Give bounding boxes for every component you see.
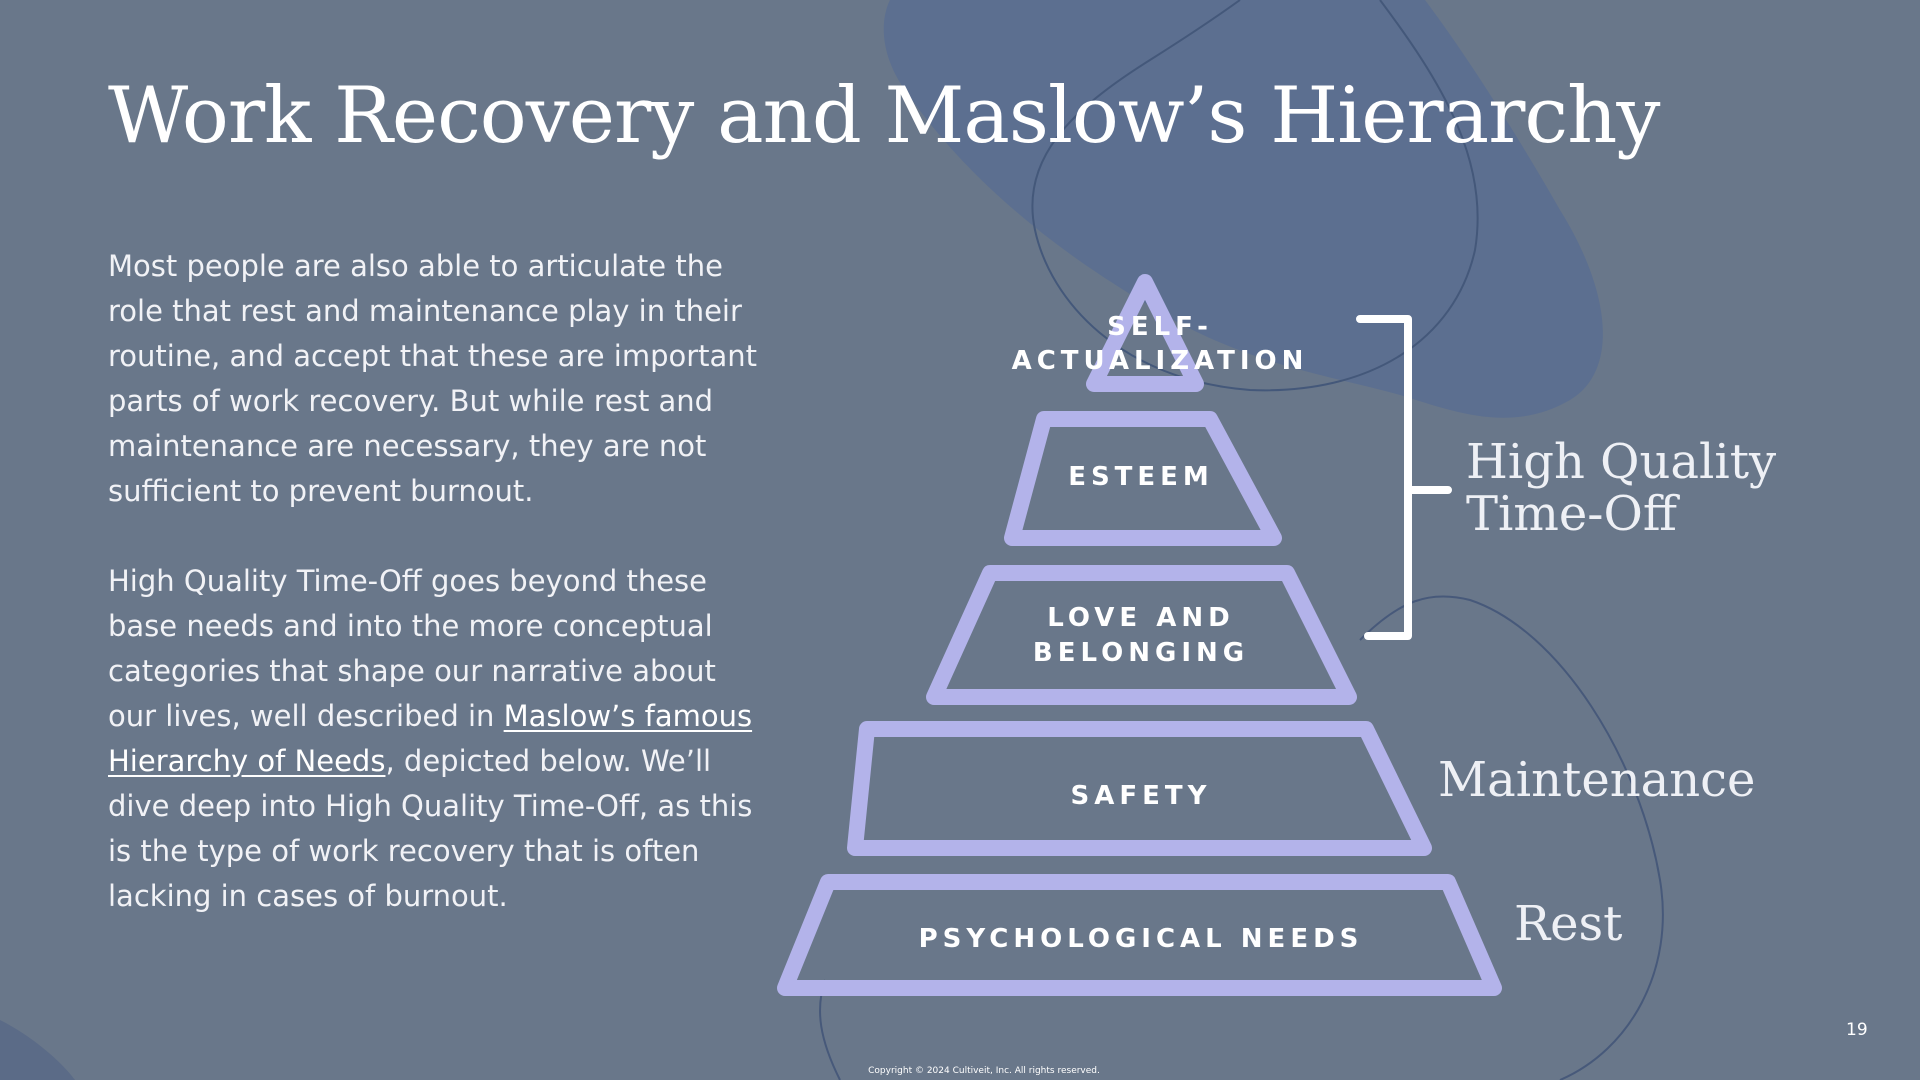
background-blob-corner (0, 1020, 75, 1080)
group-label-maintenance: Maintenance (1438, 752, 1755, 808)
background-line (1359, 595, 1664, 1080)
background-line (1031, 0, 1479, 392)
pyramid-tier-esteem (1004, 411, 1282, 546)
tier-label-safety: SAFETY (1071, 781, 1212, 811)
copyright-notice: Copyright © 2024 Cultiveit, Inc. All rig… (868, 1066, 1100, 1076)
pyramid-tier-love-and-belonging (926, 565, 1357, 705)
page-title: Work Recovery and Maslow’s Hierarchy (108, 71, 1660, 161)
group-label-high-quality-time-off: Time-Off (1466, 486, 1680, 542)
background-blob (883, 0, 1603, 418)
paragraph-high-quality-time-off: High Quality Time-Off goes beyond these … (108, 559, 768, 919)
paragraph-rest-maintenance: Most people are also able to articulate … (108, 249, 758, 508)
pyramid-tier-psychological-needs (777, 874, 1502, 996)
group-label-high-quality-time-off: High Quality (1466, 434, 1776, 490)
paragraph-text: High Quality Time-Off goes beyond these … (108, 564, 716, 733)
tier-label-love-and-belonging: BELONGING (1033, 638, 1249, 668)
pyramid-tier-safety (847, 721, 1432, 856)
tier-label-love-and-belonging: LOVE AND (1047, 603, 1234, 633)
tier-label-self-actualization: SELF- (1107, 312, 1213, 342)
paragraph-text: , depicted below. We’ll dive deep into H… (108, 744, 753, 913)
tier-label-self-actualization: ACTUALIZATION (1012, 346, 1309, 376)
page-number: 19 (1846, 1020, 1868, 1040)
tier-label-psychological-needs: PSYCHOLOGICAL NEEDS (919, 924, 1364, 954)
group-label-rest: Rest (1514, 896, 1622, 952)
tier-label-esteem: ESTEEM (1068, 462, 1214, 492)
body-text: Most people are also able to articulate … (108, 244, 768, 964)
high-quality-bracket (1356, 315, 1452, 640)
pyramid-tier-self-actualization (1086, 274, 1204, 392)
maslow-hierarchy-link[interactable]: Maslow’s famous Hierarchy of Needs (108, 699, 753, 778)
